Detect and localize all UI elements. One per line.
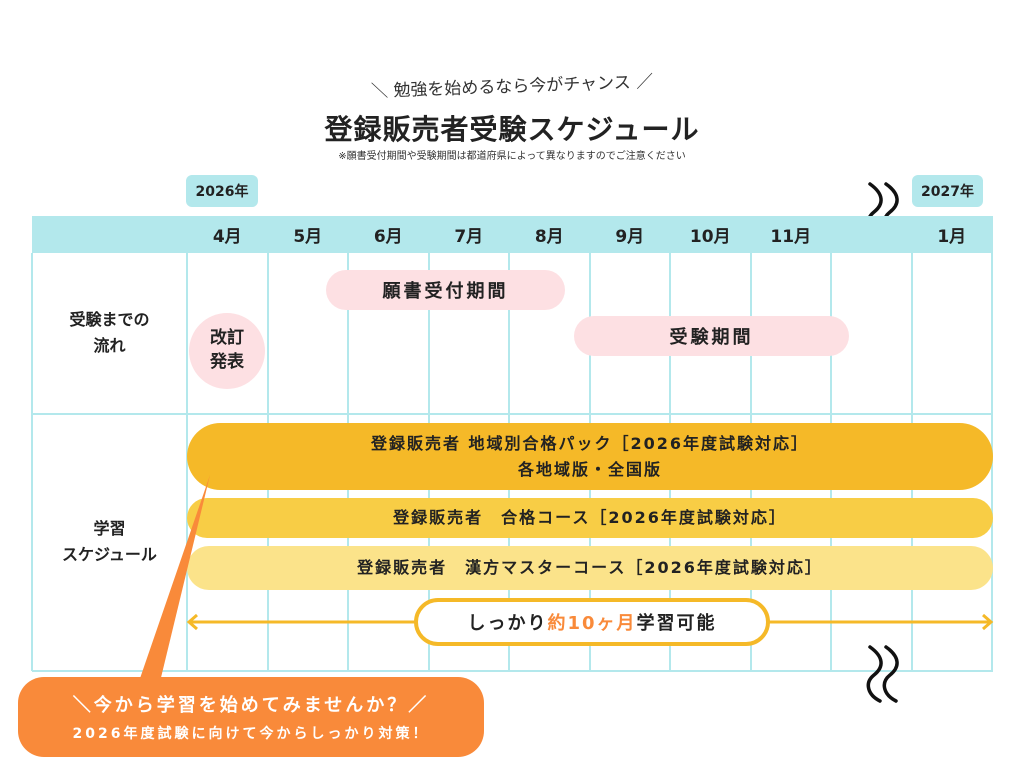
month-header: 9月 — [615, 227, 645, 247]
revision-announcement: 改訂 発表 — [189, 313, 265, 389]
callout-box: ＼今から学習を始めてみませんか？／ 2026年度試験に向けて今からしっかり対策！ — [18, 677, 484, 757]
callout-line2: 2026年度試験に向けて今からしっかり対策！ — [72, 726, 430, 742]
row-label-flow: 受験までの 流れ — [69, 310, 150, 355]
month-header: 11月 — [770, 227, 812, 247]
duration-post: 学習可能 — [636, 613, 717, 634]
page-title: 登録販売者受験スケジュール — [324, 113, 700, 146]
row-divider — [32, 670, 993, 672]
duration-pre: しっかり — [467, 613, 548, 634]
month-header-row — [32, 216, 993, 253]
month-header: 6月 — [373, 227, 403, 247]
note: ※願書受付期間や受験期間は都道府県によって異なりますのでご注意ください — [338, 151, 686, 162]
month-header: 1月 — [937, 227, 967, 247]
callout-line1: ＼今から学習を始めてみませんか？／ — [72, 695, 430, 716]
pass-course-bar: 登録販売者 合格コース［2026年度試験対応］ — [187, 498, 993, 538]
duration-pill: しっかり約10ヶ月学習可能 — [414, 598, 770, 646]
month-header: 10月 — [689, 227, 731, 247]
grid-line — [31, 253, 33, 671]
month-header: 4月 — [212, 227, 242, 247]
regional-pack-bar: 登録販売者 地域別合格パック［2026年度試験対応］ 各地域版・全国版 — [187, 423, 993, 490]
month-header: 8月 — [534, 227, 564, 247]
regional-pack-subtitle: 各地域版・全国版 — [517, 459, 662, 479]
year-start-badge: 2026年 — [186, 175, 258, 207]
row-divider — [32, 413, 993, 415]
exam-period-bar: 受験期間 — [574, 316, 849, 356]
duration-highlight: 約10ヶ月 — [547, 613, 637, 634]
wave-break-icon — [866, 645, 899, 703]
year-end-badge: 2027年 — [912, 175, 983, 207]
application-period-bar: 願書受付期間 — [326, 270, 565, 310]
month-header: 7月 — [454, 227, 484, 247]
regional-pack-title: 登録販売者 地域別合格パック［2026年度試験対応］ — [370, 433, 810, 453]
row-label-study: 学習 スケジュール — [62, 519, 157, 564]
kampo-course-bar: 登録販売者 漢方マスターコース［2026年度試験対応］ — [187, 546, 993, 590]
month-header: 5月 — [293, 227, 323, 247]
